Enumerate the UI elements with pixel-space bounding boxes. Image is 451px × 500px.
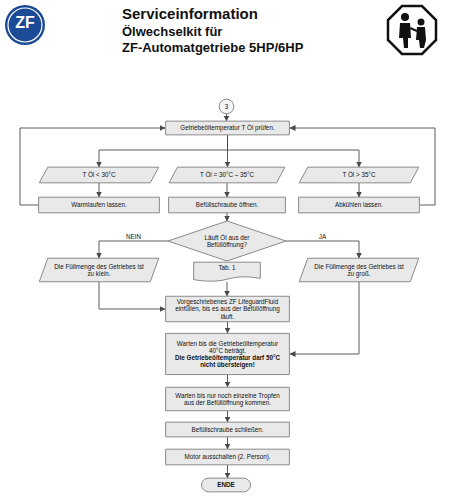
process-box: Warten bis die Getriebeöltemperatur 40°C… <box>165 333 290 375</box>
logo-text: ZF <box>3 14 47 32</box>
process-box: Warten bis nur noch einzelne Tropfen aus… <box>165 387 290 411</box>
node-text: Abkühlen lassen. <box>335 201 383 208</box>
flow-connector <box>227 322 228 333</box>
flow-connector <box>227 213 228 221</box>
node-text: Die Füllmenge des Getriebes ist zu groß. <box>314 263 404 277</box>
para-path <box>169 167 285 183</box>
flow-connector <box>226 114 227 121</box>
flow-connector <box>99 282 165 309</box>
flow-connector <box>227 282 228 296</box>
node-text: Befüllschraube öffnen. <box>196 201 259 208</box>
subtitle: ZF-Automatgetriebe 5HP/6HP <box>122 40 303 55</box>
para-path <box>299 258 419 282</box>
flow-connector <box>290 282 359 354</box>
icon-person <box>416 27 426 48</box>
flow-connector <box>99 183 100 197</box>
icon-person <box>399 23 411 48</box>
term-path <box>202 478 251 492</box>
process-box: Warmlaufen lassen. <box>38 197 160 213</box>
process-box: Befüllschraube öffnen. <box>168 197 286 213</box>
doc-path <box>194 262 261 281</box>
rect-path <box>169 197 286 213</box>
page-title: Serviceinformation <box>122 5 258 22</box>
node-text: T Öl < 30°C <box>82 171 115 178</box>
node-text: 3 <box>225 103 229 110</box>
subtitle: Ölwechselkit für <box>122 24 222 39</box>
flow-connector <box>227 465 228 478</box>
node-text: Warten bis nur noch einzelne Tropfen aus… <box>171 392 284 406</box>
process-box: Vorgeschriebenes ZF LifeguardFluid einfü… <box>165 296 290 322</box>
para-path <box>299 167 419 183</box>
rect-path <box>166 121 290 135</box>
node-text: Motor ausschalten (2. Person). <box>184 453 270 460</box>
rect-path <box>166 449 290 465</box>
rect-path <box>166 296 290 321</box>
node-text: Getriebeöltemperatur T Öl prüfen. <box>180 124 274 131</box>
end-terminator: ENDE <box>201 478 251 492</box>
edge-label: JA <box>319 233 326 240</box>
flow-connector <box>99 241 168 258</box>
document-shape: Tab. 1 <box>193 262 261 282</box>
io-parallelogram: T Öl = 30°C – 35°C <box>168 167 286 183</box>
flow-connector <box>227 411 228 422</box>
circle-path <box>219 99 234 114</box>
para-path <box>39 167 159 183</box>
rect-path <box>299 197 420 213</box>
node-text: Vorgeschriebenes ZF LifeguardFluid einfü… <box>169 298 286 320</box>
process-box: Befüllschraube schließen. <box>165 422 290 437</box>
icon-tool <box>410 28 417 31</box>
flow-connector <box>359 183 360 197</box>
node-text: Tab. 1 <box>218 264 235 271</box>
flow-connector <box>99 135 228 167</box>
process-box: Getriebeöltemperatur T Öl prüfen. <box>165 121 290 135</box>
flow-connector <box>227 375 228 387</box>
service-icon <box>386 4 438 56</box>
io-parallelogram: Die Füllmenge des Getriebes ist zu klein… <box>38 258 160 282</box>
process-box: Motor ausschalten (2. Person). <box>165 449 290 465</box>
flow-connector <box>227 437 228 449</box>
icon-head <box>418 19 425 26</box>
connector-circle: 3 <box>219 99 234 114</box>
io-parallelogram: Die Füllmenge des Getriebes ist zu groß. <box>298 258 420 282</box>
io-parallelogram: T Öl < 30°C <box>38 167 160 183</box>
node-text: ENDE <box>217 481 235 488</box>
node-text: T Öl > 35°C <box>342 171 375 178</box>
rect-path <box>166 333 290 374</box>
flow-connector <box>286 241 359 258</box>
node-text: Die Füllmenge des Getriebes ist zu klein… <box>54 263 144 277</box>
rect-path <box>166 387 290 411</box>
node-text: Die Getriebeöltemperatur darf 50°C nicht… <box>169 354 286 368</box>
node-text: Läuft Öl aus der Befüllöffnung? <box>198 234 256 248</box>
diamond-path <box>168 221 286 261</box>
rect-path <box>166 422 290 437</box>
flow-connector <box>290 128 435 205</box>
icon-octagon <box>388 6 436 54</box>
icon-head <box>401 13 409 21</box>
flow-connector <box>227 183 228 197</box>
para-path <box>39 258 159 282</box>
io-parallelogram: T Öl > 35°C <box>298 167 420 183</box>
node-text: T Öl = 30°C – 35°C <box>200 171 254 178</box>
rect-path <box>39 197 160 213</box>
node-text: Warmlaufen lassen. <box>71 201 126 208</box>
node-text: Befüllschraube schließen. <box>191 426 263 433</box>
flow-connector <box>20 128 165 205</box>
flow-connector <box>228 135 360 167</box>
process-box: Abkühlen lassen. <box>298 197 420 213</box>
node-text: Warten bis die Getriebeöltemperatur 40°C… <box>169 340 286 354</box>
edge-label: NEIN <box>126 233 141 240</box>
decision-diamond: Läuft Öl aus der Befüllöffnung? <box>168 221 286 261</box>
